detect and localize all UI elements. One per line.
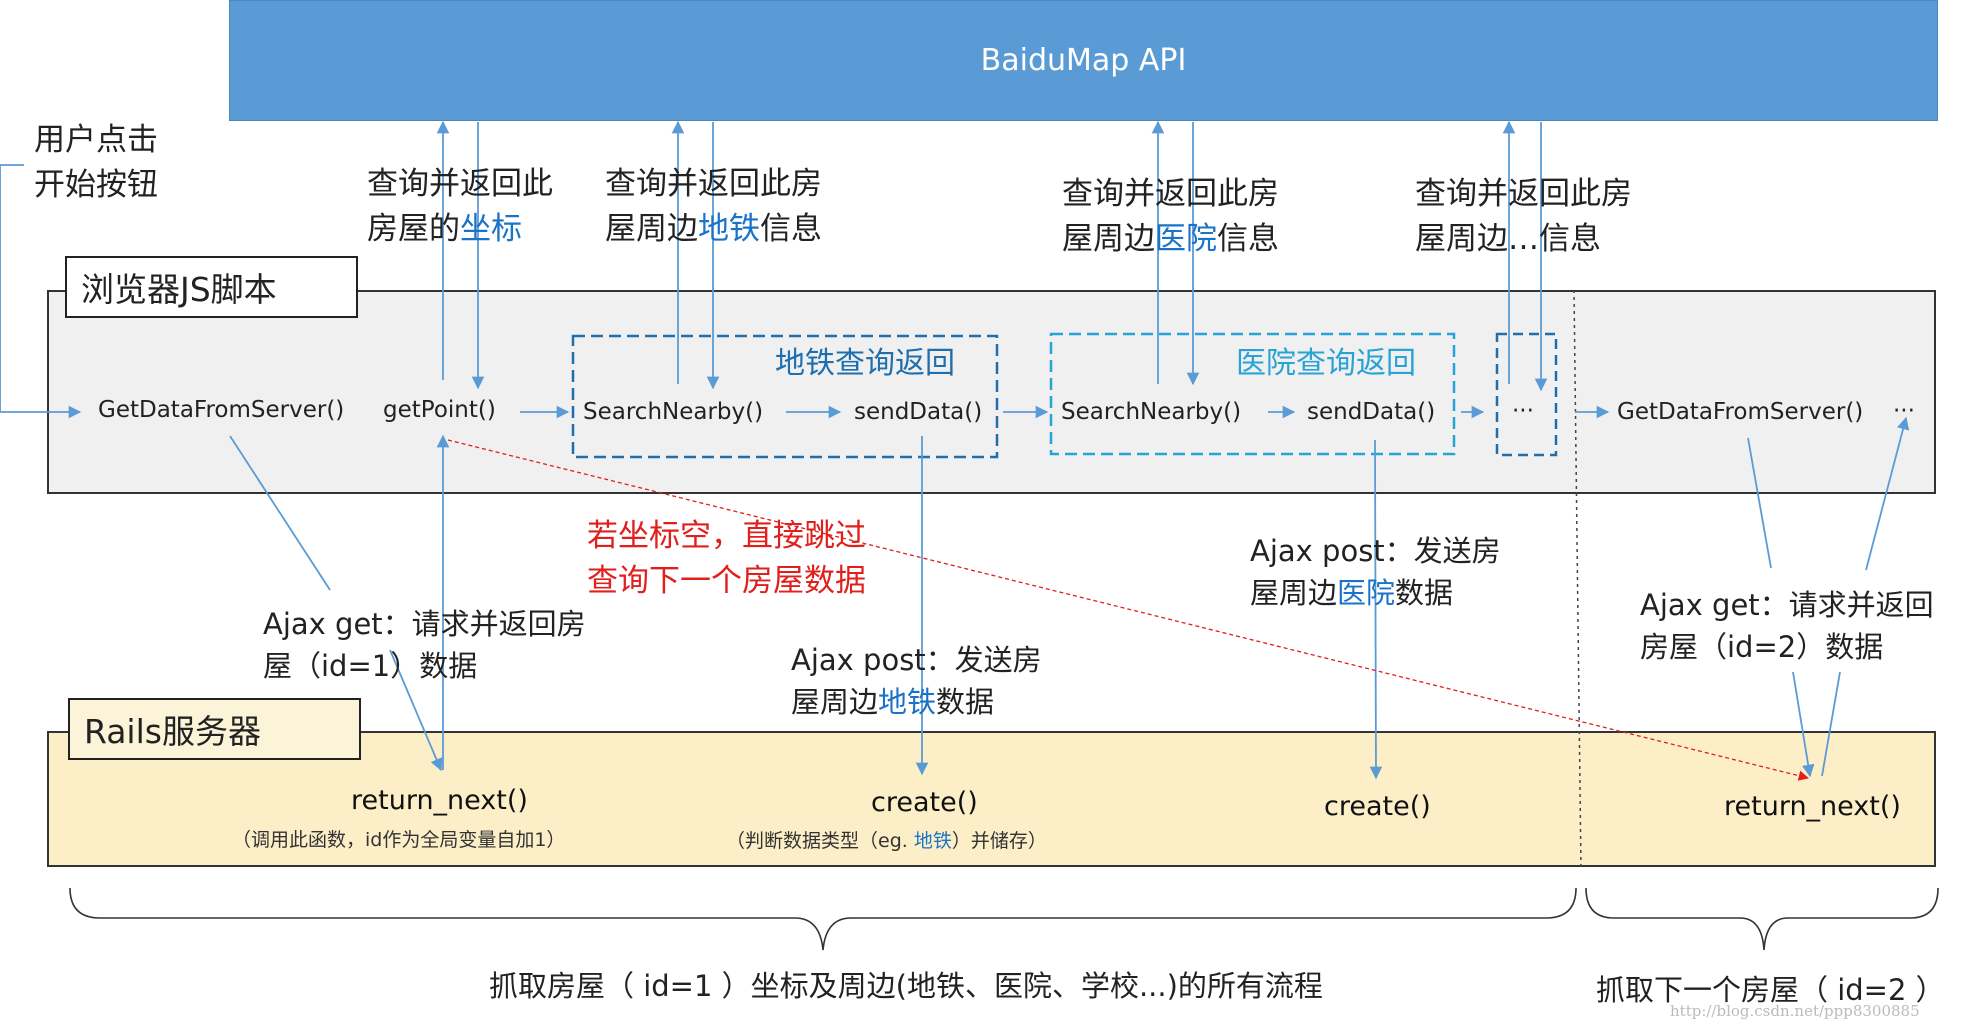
- fn-create-2: create(): [1324, 791, 1431, 822]
- baidumap-api-label: BaiduMap API: [980, 43, 1187, 78]
- rails-server-label: Rails服务器: [84, 712, 261, 751]
- query-other-label: 查询并返回此房 屋周边…信息: [1415, 176, 1632, 257]
- rails-server-container: [47, 731, 1936, 867]
- rails-server-tag: Rails服务器: [68, 698, 361, 760]
- brace-next: [1585, 887, 1939, 951]
- ajax-get-2-up-a: [1821, 671, 1841, 777]
- brace-next-label: 抓取下一个房屋（ id=2 ）: [1596, 973, 1945, 1007]
- create-1-note: （判断数据类型（eg. 地铁）并储存）: [726, 830, 1047, 852]
- ajax-get-1-down-b: [389, 649, 443, 772]
- watermark: http://blog.csdn.net/ppp8300885: [1670, 1002, 1920, 1020]
- query-coords-label: 查询并返回此 房屋的坐标: [367, 166, 553, 247]
- fn-get-data-from-server-1: GetDataFromServer(): [98, 397, 345, 423]
- ajax-post-hospital: [1369, 439, 1383, 780]
- brace-current: [69, 887, 1577, 951]
- user-click-arrow: [0, 164, 82, 419]
- fn-create-1: create(): [871, 787, 978, 818]
- subway-group-box: [571, 334, 999, 459]
- fn-send-data-1: sendData(): [854, 399, 983, 425]
- ajax-get-1-label: Ajax get：请求并返回房 屋（id=1）数据: [263, 607, 586, 684]
- hospital-group-label: 医院查询返回: [1236, 346, 1416, 381]
- return-next-1-note: （调用此函数，id作为全局变量自加1）: [232, 829, 566, 851]
- browser-js-label: 浏览器JS脚本: [81, 270, 277, 309]
- iteration-separator: [1573, 289, 1582, 871]
- subway-group-label: 地铁查询返回: [775, 346, 955, 381]
- fn-return-next-2: return_next(): [1724, 791, 1901, 822]
- baidumap-api-box: BaiduMap API: [229, 0, 1938, 121]
- hospital-group-box: [1049, 332, 1456, 456]
- browser-js-container: [47, 290, 1936, 494]
- fn-send-data-2: sendData(): [1307, 399, 1436, 425]
- brace-current-label: 抓取房屋（ id=1 ）坐标及周边(地铁、医院、学校...)的所有流程: [489, 969, 1323, 1003]
- fn-search-nearby-1: SearchNearby(): [583, 399, 764, 425]
- browser-js-tag: 浏览器JS脚本: [65, 256, 358, 318]
- ajax-get-2-label: Ajax get：请求并返回 房屋（id=2）数据: [1640, 588, 1934, 665]
- fn-search-nearby-2: SearchNearby(): [1061, 399, 1242, 425]
- ajax-post-subway-label: Ajax post：发送房 屋周边地铁数据: [791, 643, 1042, 720]
- user-action-label: 用户点击 开始按钮: [34, 122, 158, 203]
- ajax-get-2-down-a: [1747, 437, 1772, 569]
- ajax-get-2-down-b: [1792, 671, 1815, 778]
- ajax-get-1-down: [229, 435, 331, 591]
- query-subway-label: 查询并返回此房 屋周边地铁信息: [605, 166, 822, 247]
- fn-ellipsis-box: ···: [1512, 398, 1534, 424]
- skip-arrow: [447, 439, 1810, 781]
- ajax-get-2-up-b: [1865, 416, 1910, 571]
- ellipsis-group-box: [1495, 332, 1558, 457]
- fn-ellipsis-tail: ···: [1893, 398, 1915, 424]
- fn-get-point: getPoint(): [383, 397, 496, 423]
- fn-get-data-from-server-2: GetDataFromServer(): [1617, 399, 1864, 425]
- ajax-post-hospital-label: Ajax post：发送房 屋周边医院数据: [1250, 534, 1501, 611]
- fn-return-next-1: return_next(): [351, 785, 528, 816]
- skip-note: 若坐标空，直接跳过 查询下一个房屋数据: [587, 518, 866, 599]
- query-hospital-label: 查询并返回此房 屋周边医院信息: [1062, 176, 1279, 257]
